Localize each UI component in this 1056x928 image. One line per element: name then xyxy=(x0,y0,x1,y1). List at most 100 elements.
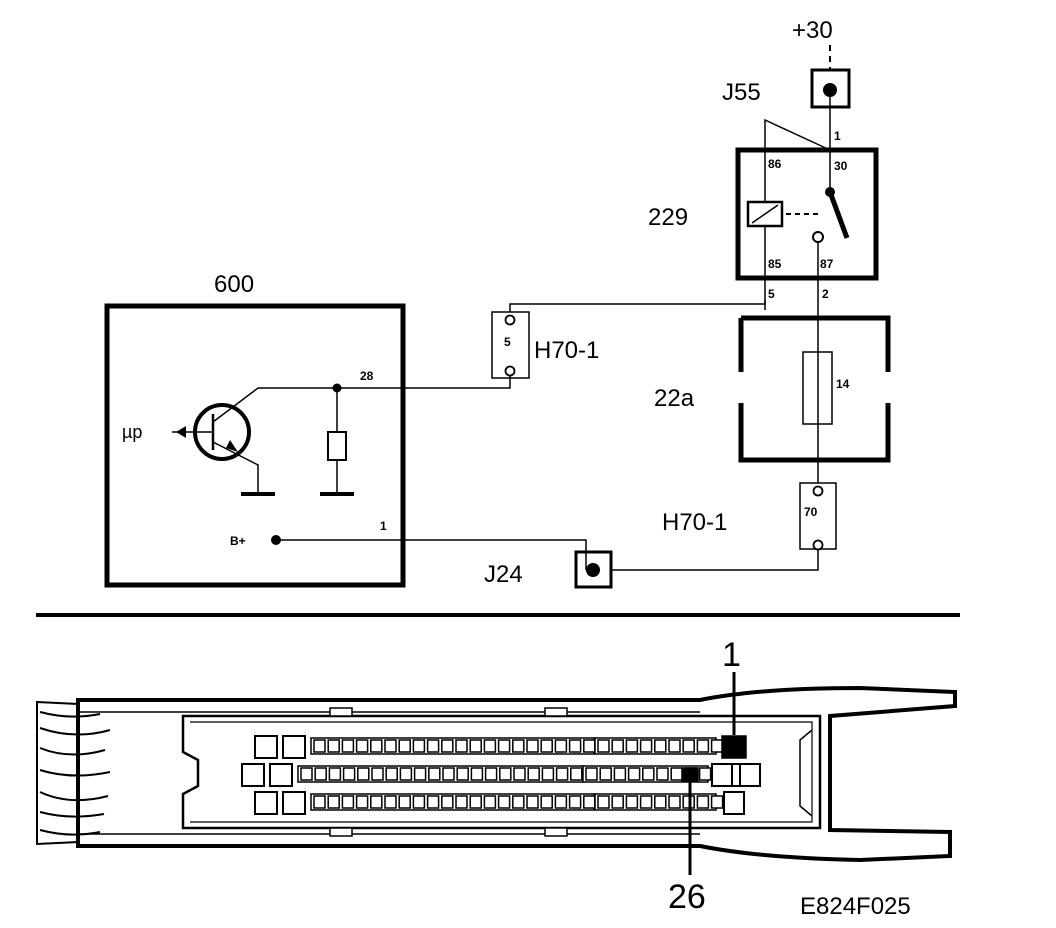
connector-pin xyxy=(668,795,681,809)
h70-bottom-label: H70-1 xyxy=(662,509,727,536)
connector-pin xyxy=(483,739,497,753)
connector-pin xyxy=(399,767,413,781)
connector-pin xyxy=(341,795,355,809)
connector-pin xyxy=(371,767,384,781)
connector-large-cavity xyxy=(282,735,306,759)
connector-pin xyxy=(484,767,498,781)
connector-pin xyxy=(656,767,669,781)
connector-large-cavity xyxy=(723,791,745,815)
connector-pin xyxy=(342,767,356,781)
connector-pin xyxy=(313,739,326,753)
connector-pin xyxy=(696,739,710,753)
connector-pin xyxy=(541,767,555,781)
h70-top-pin: 5 xyxy=(504,335,511,349)
ecu-signal-mu-p: µp xyxy=(122,422,142,442)
connector-pin xyxy=(583,739,596,753)
ecu-28-wire xyxy=(258,375,511,389)
connector-pin xyxy=(341,739,355,753)
connector-large-cavity xyxy=(282,791,306,815)
connector-pin xyxy=(597,739,610,753)
connector-pin xyxy=(470,767,484,781)
j24-label: J24 xyxy=(484,561,523,588)
connector-pin xyxy=(426,739,440,753)
connector-pin xyxy=(654,795,667,809)
connector-pin xyxy=(526,795,539,809)
connector-pin xyxy=(497,795,511,809)
supply-label: +30 xyxy=(792,17,833,44)
connector-pin xyxy=(568,795,582,809)
h70-top-label: H70-1 xyxy=(534,337,599,364)
connector-large-cavity xyxy=(254,735,278,759)
connector-pin xyxy=(426,795,440,809)
fuse-pin: 14 xyxy=(836,377,850,391)
connector-pin xyxy=(710,739,724,753)
connector-pin xyxy=(570,767,583,781)
connector-pin xyxy=(527,767,540,781)
connector-pin xyxy=(412,739,426,753)
relay-85-to-h70-wire xyxy=(509,300,766,318)
relay-pin-85: 85 xyxy=(768,257,782,271)
relay-switch-blade xyxy=(827,191,850,239)
ecu-resistor xyxy=(327,431,347,461)
connector-pin xyxy=(370,739,383,753)
pin-1-label: 1 xyxy=(722,636,741,674)
connector-pin xyxy=(499,767,512,781)
connector-pin xyxy=(554,739,568,753)
connector-pin xyxy=(469,739,482,753)
connector-pin xyxy=(555,767,569,781)
ecu-pin-1: 1 xyxy=(380,519,387,533)
connector-pin xyxy=(357,767,370,781)
connector-pin xyxy=(398,795,411,809)
connector-pin xyxy=(698,767,712,781)
h70-to-j24-wire xyxy=(597,550,819,571)
connector-pin xyxy=(428,767,441,781)
connector-pin xyxy=(355,795,369,809)
connector-pin xyxy=(442,767,455,781)
connector-pin xyxy=(682,739,695,753)
connector-pin xyxy=(469,795,482,809)
connector-pin xyxy=(625,795,639,809)
connector-pin xyxy=(611,739,624,753)
connector-pin xyxy=(696,795,710,809)
ecu-signal-b-plus: B+ xyxy=(230,534,246,548)
connector-pin-1 xyxy=(721,735,747,759)
relay-pin-87: 87 xyxy=(820,257,834,271)
connector-pin xyxy=(554,795,568,809)
connector-pin xyxy=(512,795,525,809)
j55-label: J55 xyxy=(722,79,761,106)
connector-pin xyxy=(441,795,454,809)
connector-pin xyxy=(355,739,369,753)
relay-229-box xyxy=(735,147,879,281)
j55-terminal xyxy=(823,83,837,97)
connector-pin xyxy=(384,739,397,753)
connector-pin xyxy=(639,795,653,809)
connector-pin xyxy=(455,795,468,809)
connector-pin xyxy=(313,795,326,809)
connector-pin xyxy=(526,739,539,753)
j24-to-ecu-wire xyxy=(276,539,587,570)
connector-pin xyxy=(497,739,511,753)
ecu-label: 600 xyxy=(214,271,254,298)
relay-out-pin-5: 5 xyxy=(768,287,775,301)
j55-pin-label: 1 xyxy=(834,129,841,143)
connector-pin xyxy=(668,739,681,753)
connector-pin xyxy=(314,767,327,781)
connector-pin xyxy=(512,739,525,753)
connector-pin xyxy=(568,739,582,753)
connector-pin xyxy=(627,767,641,781)
connector-pin xyxy=(455,739,468,753)
relay-contact-87 xyxy=(812,231,824,243)
connector-pin xyxy=(385,767,398,781)
connector-pin xyxy=(384,795,397,809)
connector-large-cavity xyxy=(711,763,733,787)
connector-pin xyxy=(639,739,653,753)
j24-terminal xyxy=(586,563,600,577)
relay-229-label: 229 xyxy=(648,204,688,231)
connector-pin xyxy=(583,795,596,809)
connector-pin xyxy=(441,739,454,753)
connector-pin xyxy=(613,767,627,781)
relay-out-pin-2: 2 xyxy=(822,287,829,301)
connector-pin xyxy=(599,767,612,781)
connector-pin-rows xyxy=(241,735,761,815)
